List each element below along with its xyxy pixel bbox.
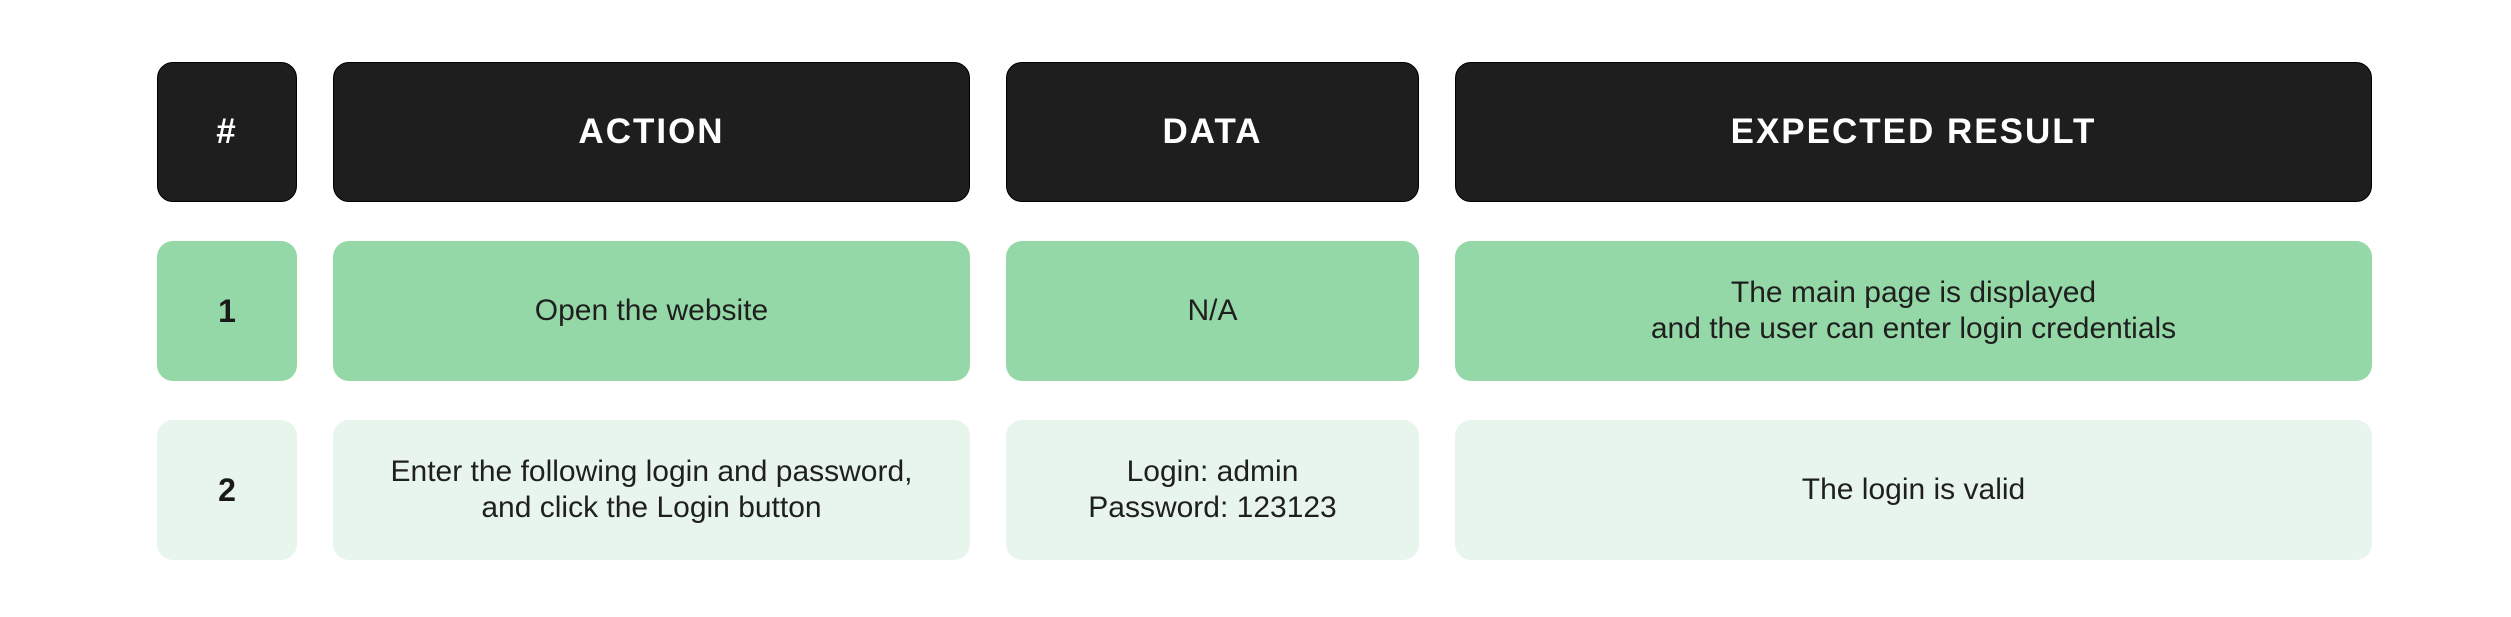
row-2-number: 2 — [157, 420, 297, 560]
row-2-data: Login: admin Password: 123123 — [1006, 420, 1419, 560]
header-number: # — [157, 62, 297, 202]
row-2-expected-result: The login is valid — [1455, 420, 2372, 560]
header-expected-result: EXPECTED RESULT — [1455, 62, 2372, 202]
row-1-data: N/A — [1006, 241, 1419, 381]
row-1-action: Open the website — [333, 241, 970, 381]
header-data: DATA — [1006, 62, 1419, 202]
header-action: ACTION — [333, 62, 970, 202]
row-1-number: 1 — [157, 241, 297, 381]
row-2-action: Enter the following login and password, … — [333, 420, 970, 560]
test-case-table: # ACTION DATA EXPECTED RESULT 1 Open the… — [157, 62, 2373, 560]
row-1-expected-result: The main page is displayed and the user … — [1455, 241, 2372, 381]
